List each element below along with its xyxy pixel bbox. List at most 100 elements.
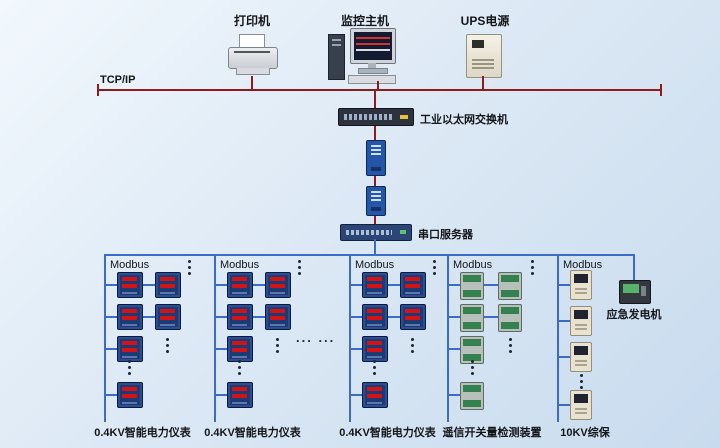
ellipsis-dots: [580, 374, 583, 377]
ups-link-line: [482, 76, 484, 90]
power-meter-icon: [362, 304, 388, 330]
device-stub-line: [449, 394, 460, 396]
ellipsis-dots: [373, 360, 376, 363]
printer-slot: [234, 51, 270, 53]
pc-monitor: [350, 28, 396, 64]
device-stub-line: [106, 394, 117, 396]
serial-to-bus-line: [374, 239, 376, 254]
protection-relay-icon: [570, 342, 592, 372]
power-meter-icon: [265, 304, 291, 330]
device-stub-line: [216, 348, 227, 350]
ethernet-switch-icon: [338, 108, 414, 126]
power-meter-icon: [400, 272, 426, 298]
modbus-label-1: Modbus: [110, 259, 150, 271]
io-module-icon: [498, 272, 522, 300]
serial-server-label: 串口服务器: [418, 229, 473, 241]
modbus-label-5: Modbus: [563, 259, 603, 271]
media-converter-icon: [366, 186, 386, 216]
protection-relay-icon: [570, 306, 592, 336]
io-module-icon: [460, 336, 484, 364]
ellipsis-dots: [411, 338, 414, 341]
monitor-host-icon: [328, 26, 402, 84]
modbus-bus-line-1: [104, 254, 106, 422]
device-stub-line: [351, 394, 362, 396]
modbus-bus-line-4: [447, 254, 449, 422]
ellipsis-dots: [188, 260, 191, 263]
modbus-label-4: Modbus: [453, 259, 493, 271]
power-meter-icon: [227, 382, 253, 408]
power-meter-icon: [117, 382, 143, 408]
ellipsis-dots: [531, 260, 534, 263]
ellipsis-dots: [298, 260, 301, 263]
modbus-bus-line-5: [557, 254, 559, 422]
io-module-icon: [460, 304, 484, 332]
power-meter-icon: [362, 336, 388, 362]
serial-server-icon: [340, 224, 412, 241]
power-meter-icon: [155, 304, 181, 330]
power-meter-icon: [117, 336, 143, 362]
printer-label: 打印机: [233, 14, 270, 28]
ellipsis-dots: [276, 338, 279, 341]
ethernet-switch-label: 工业以太网交换机: [420, 114, 508, 126]
pc-monitor-stand: [368, 63, 376, 68]
io-module-icon: [460, 382, 484, 410]
generator-link-line: [633, 254, 635, 280]
ellipsis-dots: [433, 260, 436, 263]
protection-relay-icon: [570, 390, 592, 420]
tcpip-bus-line: [98, 89, 661, 91]
device-stub-line: [216, 394, 227, 396]
ellipsis-dots: [128, 360, 131, 363]
device-stub-line: [559, 404, 570, 406]
modbus-bus-line-2: [214, 254, 216, 422]
monitor-link-line: [377, 81, 379, 90]
power-meter-icon: [362, 382, 388, 408]
printer-icon: [226, 34, 278, 76]
pc-tower: [328, 34, 345, 80]
device-stub-line: [351, 348, 362, 350]
tcpip-left-endcap: [97, 84, 99, 96]
group-label-4: 遥信开关量检测装置: [442, 427, 542, 439]
group-label-3: 0.4KV智能电力仪表: [339, 427, 436, 439]
fiber-converter-icon: [366, 140, 386, 176]
modbus-trunk-line: [104, 254, 635, 256]
group-label-5: 10KV综保: [560, 427, 610, 439]
protection-relay-icon: [570, 270, 592, 300]
power-meter-icon: [227, 304, 253, 330]
power-meter-icon: [227, 336, 253, 362]
monitor-host-label: 监控主机: [340, 14, 389, 28]
power-meter-icon: [155, 272, 181, 298]
ellipsis-dots: [238, 360, 241, 363]
ellipsis-dots: [471, 360, 474, 363]
group-ellipsis: ... ...: [296, 330, 336, 345]
power-meter-icon: [362, 272, 388, 298]
device-stub-line: [559, 320, 570, 322]
device-stub-line: [559, 356, 570, 358]
generator-controller-icon: [619, 280, 651, 304]
device-stub-line: [106, 348, 117, 350]
tcpip-right-endcap: [660, 84, 662, 96]
io-module-icon: [460, 272, 484, 300]
ellipsis-dots: [509, 338, 512, 341]
pc-monitor-base: [358, 68, 388, 74]
printer-link-line: [251, 76, 253, 90]
power-meter-icon: [265, 272, 291, 298]
io-module-icon: [498, 304, 522, 332]
group-label-1: 0.4KV智能电力仪表: [94, 427, 191, 439]
device-stub-line: [449, 348, 460, 350]
pc-screen: [354, 32, 392, 60]
power-meter-icon: [117, 272, 143, 298]
pc-keyboard: [348, 75, 396, 84]
power-meter-icon: [400, 304, 426, 330]
ups-icon: [466, 34, 502, 78]
generator-label: 应急发电机: [606, 309, 662, 321]
ups-label: UPS电源: [460, 14, 510, 28]
ellipsis-dots: [166, 338, 169, 341]
power-meter-icon: [117, 304, 143, 330]
modbus-label-2: Modbus: [220, 259, 260, 271]
device-stub-line: [559, 284, 570, 286]
power-meter-icon: [227, 272, 253, 298]
printer-tray: [236, 68, 270, 75]
modbus-label-3: Modbus: [355, 259, 395, 271]
modbus-bus-line-3: [349, 254, 351, 422]
